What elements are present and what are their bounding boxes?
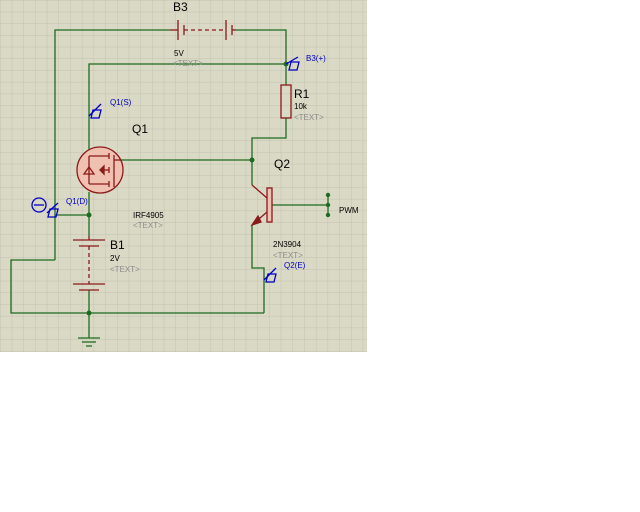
junction-dot-icon	[86, 310, 92, 316]
b1-text-placeholder: <TEXT>	[110, 265, 140, 274]
ground-icon[interactable]	[78, 337, 100, 347]
probe-b3-plus[interactable]: B3(+)	[285, 54, 326, 71]
current-probe-icon	[31, 197, 59, 218]
battery-b1[interactable]: B1 2V <TEXT>	[73, 236, 140, 291]
probe-q1-s[interactable]: Q1(S)	[88, 98, 132, 119]
probe-q1-d-label: Q1(D)	[66, 197, 88, 206]
schematic-grid	[0, 0, 367, 352]
q1-ref-label: Q1	[132, 122, 148, 136]
r1-value-label: 10k	[294, 102, 308, 111]
q2-text-placeholder: <TEXT>	[273, 251, 303, 260]
junction-dot-icon	[325, 192, 331, 198]
voltage-probe-icon	[263, 267, 277, 283]
probe-q1-d[interactable]: Q1(D)	[31, 197, 88, 218]
b3-ref-label: B3	[173, 0, 188, 14]
probe-q2-e-label: Q2(E)	[284, 261, 306, 270]
b3-text-placeholder: <TEXT>	[173, 59, 203, 68]
b1-value-label: 2V	[110, 254, 120, 263]
battery-b3[interactable]: B3 5V <TEXT>	[170, 0, 236, 68]
pwm-terminal-label[interactable]: PWM	[339, 206, 359, 215]
junction-dot-icon	[86, 212, 92, 218]
transistor-q2[interactable]: Q2 2N3904 <TEXT>	[250, 157, 303, 260]
q1-text-placeholder: <TEXT>	[133, 221, 163, 230]
voltage-probe-icon	[285, 56, 300, 71]
q1-part-label: IRF4905	[133, 211, 164, 220]
junction-dot-icon	[325, 212, 331, 218]
b1-ref-label: B1	[110, 238, 125, 252]
probe-q2-e[interactable]: Q2(E)	[263, 261, 306, 283]
probe-q1-s-label: Q1(S)	[110, 98, 132, 107]
mosfet-q1[interactable]: Q1 IRF4905 <TEXT>	[76, 122, 164, 230]
r1-text-placeholder: <TEXT>	[294, 113, 324, 122]
q2-part-label: 2N3904	[273, 240, 302, 249]
q2-ref-label: Q2	[274, 157, 290, 171]
wires	[10, 29, 329, 338]
voltage-probe-icon	[88, 103, 102, 119]
junction-dot-icon	[249, 157, 255, 163]
b3-value-label: 5V	[174, 49, 184, 58]
junction-dot-icon	[325, 202, 331, 208]
r1-ref-label: R1	[294, 87, 310, 101]
probe-b3-plus-label: B3(+)	[306, 54, 326, 63]
resistor-r1[interactable]: R1 10k <TEXT>	[280, 84, 324, 122]
